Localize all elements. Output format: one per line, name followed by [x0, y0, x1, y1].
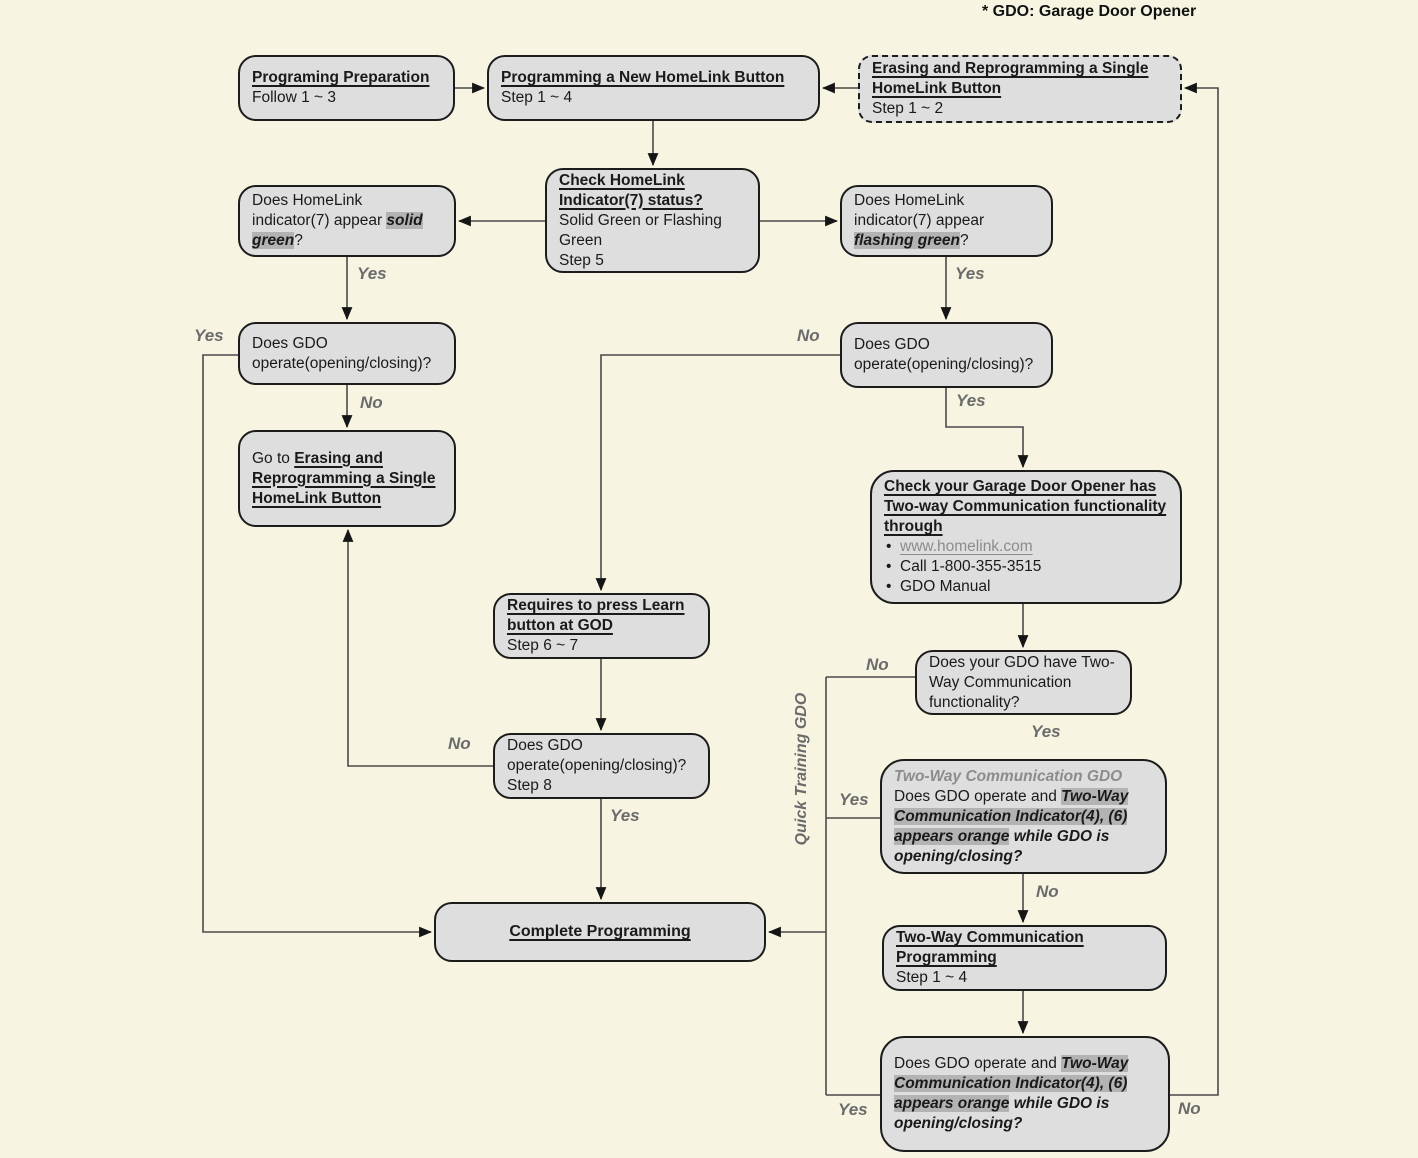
legend-gdo-definition: * GDO: Garage Door Opener — [982, 3, 1197, 20]
node-text-post: ? — [959, 232, 969, 249]
edge-label-yes-have-two-way: Yes — [1031, 722, 1061, 741]
connector-rightgdo-yes-to-checktwoway — [945, 388, 1029, 469]
side-label-quick-training-gdo: Quick Training GDO — [793, 692, 810, 846]
node-go-to-erasing-reprogramming: Go to Erasing and Reprogramming a Single… — [238, 430, 456, 527]
connector-finalcheck-no-to-erase — [1165, 82, 1219, 1096]
node-subtitle: Step 6 ~ 7 — [507, 637, 579, 654]
edge-label-no-have-two-way: No — [866, 655, 889, 674]
node-text: Solid Green or Flashing Green — [559, 211, 722, 249]
phone-text: Call 1-800-355-3515 — [900, 558, 1042, 575]
node-text: Does GDO operate and Two-Way Communicati… — [894, 787, 1153, 867]
node-title: Programing Preparation — [252, 69, 430, 86]
gdo-manual-text: GDO Manual — [900, 578, 991, 595]
connector-leftgdo-yes-to-complete — [202, 354, 433, 938]
node-text: Does your GDO have Two-Way Communication… — [929, 653, 1115, 711]
node-text: Does GDO operate(opening/closing)? — [507, 737, 687, 774]
node-text: Does GDO operate(opening/closing)? — [854, 336, 1034, 373]
node-programming-preparation: Programing Preparation Follow 1 ~ 3 — [238, 55, 455, 121]
node-gray-heading: Two-Way Communication GDO — [894, 767, 1123, 785]
edge-label-yes-left-gdo: Yes — [194, 326, 224, 345]
node-programming-new-homelink-button: Programming a New HomeLink Button Step 1… — [487, 55, 820, 121]
edge-label-yes-flashing-green: Yes — [955, 264, 985, 283]
node-text-highlight: flashing green — [854, 232, 960, 249]
edge-label-yes-step8: Yes — [610, 806, 640, 825]
node-title: Check HomeLink Indicator(7) status? — [559, 171, 703, 209]
node-text: Does HomeLink indicator(7) appear flashi… — [854, 191, 1039, 251]
node-check-gdo-two-way-functionality: Check your Garage Door Opener has Two-wa… — [870, 470, 1182, 604]
edge-label-yes-two-way-gdo: Yes — [839, 790, 869, 809]
node-text: Does GDO operate(opening/closing)? — [252, 334, 432, 372]
node-text-pre: Does GDO operate and — [894, 1055, 1062, 1072]
node-check-homelink-indicator-status: Check HomeLink Indicator(7) status? Soli… — [545, 168, 760, 273]
node-final-two-way-check: Does GDO operate and Two-Way Communicati… — [880, 1036, 1170, 1152]
edge-label-no-final-check: No — [1178, 1099, 1201, 1118]
edge-label-no-left-gdo: No — [360, 393, 383, 412]
node-two-way-communication-gdo-question: Two-Way Communication GDO Does GDO opera… — [880, 759, 1167, 874]
node-text-pre: Does GDO operate and — [894, 787, 1062, 805]
node-subtitle: Step 1 ~ 4 — [896, 969, 968, 986]
node-subtitle: Follow 1 ~ 3 — [252, 89, 337, 106]
node-title: Complete Programming — [509, 923, 691, 940]
node-title: Check your Garage Door Opener has Two-wa… — [884, 478, 1167, 535]
connector-rightgdo-no-to-requireslearn — [595, 354, 840, 592]
node-erasing-reprogramming-single-button: Erasing and Reprogramming a Single HomeL… — [858, 55, 1182, 123]
node-subtitle: Step 8 — [507, 777, 552, 794]
node-indicator-flashing-green-question: Does HomeLink indicator(7) appear flashi… — [840, 185, 1053, 257]
connector-step8-no-to-gotoerase — [342, 528, 493, 767]
node-subtitle: Step 1 ~ 2 — [872, 100, 944, 117]
node-gdo-operate-step8: Does GDO operate(opening/closing)? Step … — [493, 733, 710, 799]
node-bullet-phone: Call 1-800-355-3515 — [884, 557, 1168, 577]
node-text-post: while GDO is opening/closing? — [894, 827, 1110, 865]
node-text: Go to Erasing and Reprogramming a Single… — [252, 449, 442, 509]
node-text-post: ? — [294, 232, 303, 249]
node-gdo-operate-right: Does GDO operate(opening/closing)? — [840, 322, 1053, 388]
edge-label-yes-solid-green: Yes — [357, 264, 387, 283]
node-bullet-gdo-manual: GDO Manual — [884, 577, 1168, 597]
node-text-pre: Does HomeLink indicator(7) appear — [252, 192, 387, 229]
edge-label-yes-right-gdo: Yes — [956, 391, 986, 410]
edge-label-yes-final-check: Yes — [838, 1100, 868, 1119]
node-complete-programming: Complete Programming — [434, 902, 766, 962]
node-title: Requires to press Learn button at GOD — [507, 597, 685, 634]
node-have-two-way-question: Does your GDO have Two-Way Communication… — [915, 650, 1132, 715]
node-title: Programming a New HomeLink Button — [501, 69, 785, 86]
node-link-erasing-reprogramming: Erasing and Reprogramming a Single HomeL… — [252, 449, 436, 507]
edge-label-no-two-way-gdo: No — [1036, 882, 1059, 901]
edge-label-no-step8: No — [448, 734, 471, 753]
node-text-pre: Does HomeLink indicator(7) appear — [854, 192, 985, 229]
node-title: Two-Way Communication Programming — [896, 929, 1084, 966]
node-bullet-homelink-url: www.homelink.com — [884, 537, 1168, 557]
node-indicator-solid-green-question: Does HomeLink indicator(7) appear solid … — [238, 185, 456, 257]
node-text: Step 5 — [559, 251, 604, 269]
node-text: Does GDO operate and Two-Way Communicati… — [894, 1054, 1156, 1134]
edge-label-no-right-gdo: No — [797, 326, 820, 345]
node-two-way-communication-programming: Two-Way Communication Programming Step 1… — [882, 925, 1167, 991]
node-title: Erasing and Reprogramming a Single HomeL… — [872, 60, 1149, 97]
node-text-post: while GDO is opening/closing? — [894, 1095, 1110, 1132]
node-subtitle: Step 1 ~ 4 — [501, 89, 573, 106]
node-requires-press-learn-button: Requires to press Learn button at GOD St… — [493, 593, 710, 659]
node-text-pre: Go to — [252, 449, 295, 467]
node-text: Does HomeLink indicator(7) appear solid … — [252, 191, 442, 251]
homelink-url-text: www.homelink.com — [900, 538, 1033, 555]
node-gdo-operate-left: Does GDO operate(opening/closing)? — [238, 322, 456, 385]
